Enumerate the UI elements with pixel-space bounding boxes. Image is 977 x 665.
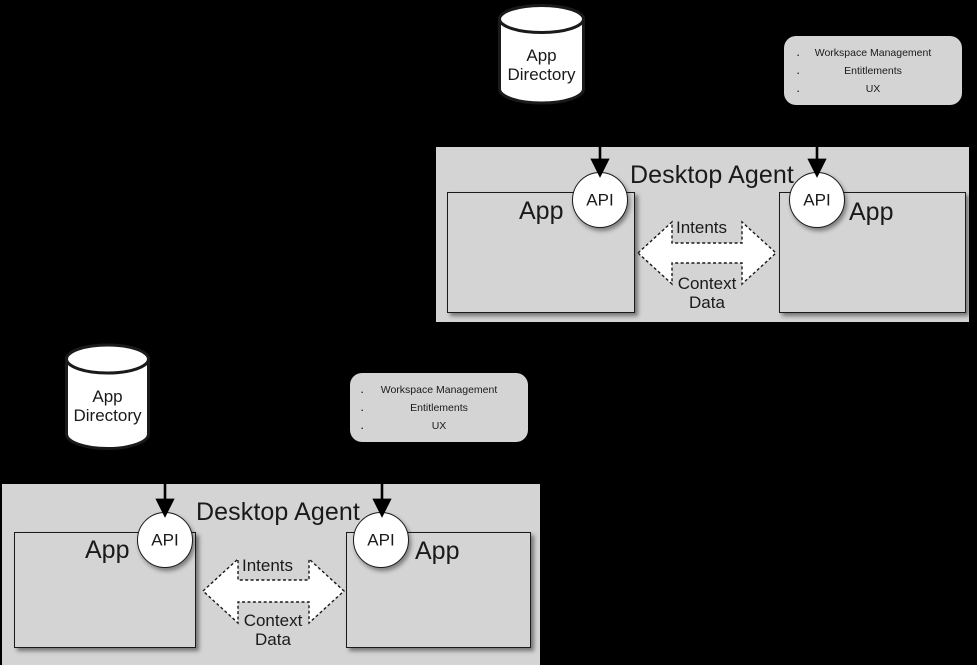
intents-label-bottom: Intents [242,556,294,575]
api-circle-right-top: API [789,172,845,228]
context-data-line2: Data [689,293,725,313]
context-data-label-bottom: Context Data [238,611,308,649]
capability-label: UX [865,82,881,95]
app-directory-label-line2: Directory [73,406,142,426]
bullet-icon: · [360,419,365,435]
api-circle-right-bottom: API [353,512,409,568]
bullet-icon: · [796,64,801,80]
desktop-agent-title-bottom: Desktop Agent [196,498,360,526]
cylinder-shape-icon [498,4,585,105]
api-label: API [803,190,831,209]
list-item: · Workspace Management [350,381,528,399]
capabilities-list-bottom: · Workspace Management · Entitlements · … [350,381,528,435]
list-item: · UX [784,80,962,98]
desktop-agent-title-top: Desktop Agent [630,161,794,189]
app-directory-label-line2: Directory [507,65,576,85]
app-directory-cylinder-top: App Directory [498,4,585,105]
list-item: · Entitlements [784,62,962,80]
capability-label: Entitlements [844,64,902,77]
list-item: · Workspace Management [784,44,962,62]
app-label-left-bottom: App [85,536,130,564]
api-label: API [586,190,614,209]
capability-label: Workspace Management [380,383,498,396]
capability-label: UX [431,419,447,432]
app-directory-label-line1: App [92,387,123,406]
bullet-icon: · [360,383,365,399]
app-directory-label-line1: App [526,46,557,65]
app-directory-cylinder-bottom: App Directory [65,343,150,450]
cylinder-shape-icon [65,343,150,450]
api-label: API [151,530,179,549]
api-circle-left-bottom: API [137,512,193,568]
capabilities-list-top: · Workspace Management · Entitlements · … [784,44,962,98]
bullet-icon: · [360,401,365,417]
capabilities-note-bottom: · Workspace Management · Entitlements · … [350,373,528,442]
api-label: API [367,530,395,549]
list-item: · Entitlements [350,399,528,417]
context-data-line1: Context [243,611,303,630]
app-label-left-top: App [519,197,564,225]
bullet-icon: · [796,82,801,98]
list-item: · UX [350,417,528,435]
diagram-top: App Directory · Workspace Management · E… [436,4,969,322]
capabilities-note-top: · Workspace Management · Entitlements · … [784,36,962,105]
app-directory-label-bottom: App Directory [65,387,150,425]
context-data-line2: Data [255,630,291,650]
capability-label: Entitlements [410,401,468,414]
app-label-right-top: App [849,198,894,226]
app-directory-label-top: App Directory [498,46,585,84]
app-label-right-bottom: App [415,537,460,565]
capability-label: Workspace Management [814,46,932,59]
bullet-icon: · [796,46,801,62]
